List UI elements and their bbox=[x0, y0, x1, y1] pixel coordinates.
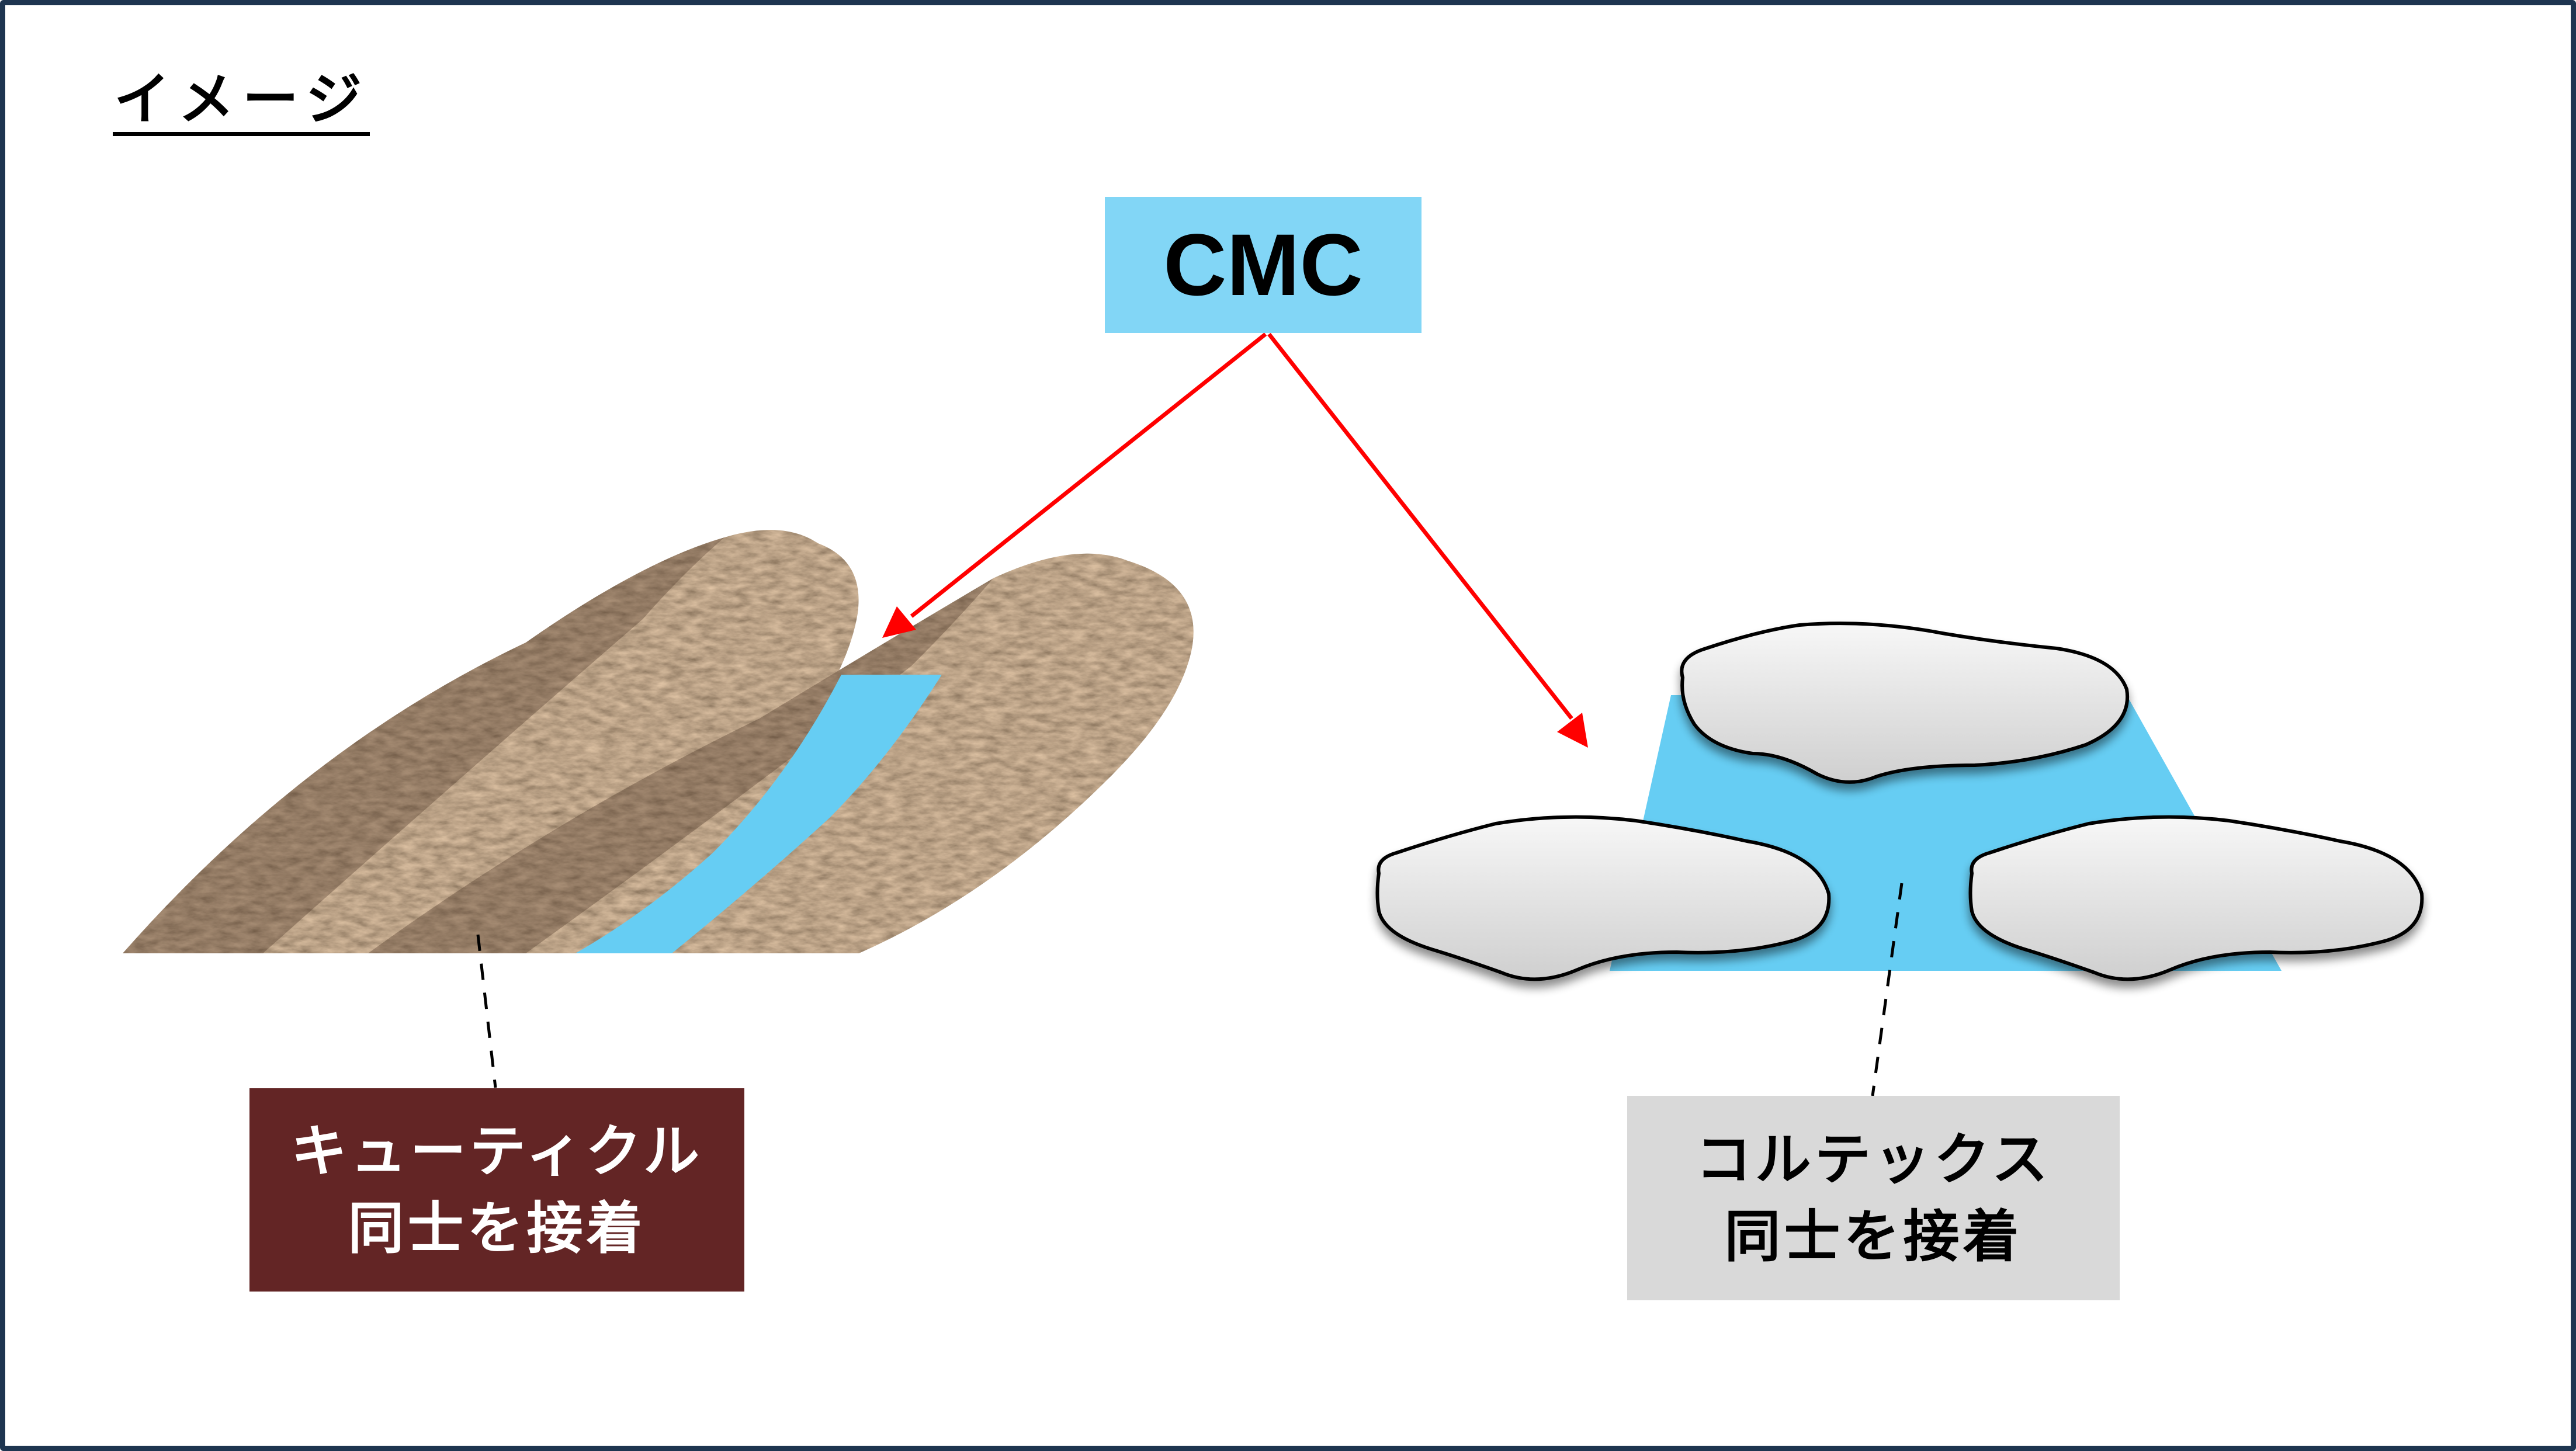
cuticle-label-line1: キューティクル bbox=[290, 1119, 703, 1184]
cortex-blob-right bbox=[1968, 815, 2424, 981]
cuticle-strand-left-shade bbox=[123, 537, 724, 953]
arrow-to-cuticle-head bbox=[882, 606, 916, 638]
cuticle-cmc-band bbox=[575, 675, 942, 953]
cuticle-leader-line bbox=[476, 934, 497, 1088]
page-title: イメージ bbox=[114, 67, 370, 132]
cortex-blob-top bbox=[1680, 622, 2130, 784]
cmc-label-box: CMC bbox=[1105, 197, 1422, 333]
cuticle-label-box: キューティクル 同士を接着 bbox=[249, 1088, 744, 1292]
cmc-arrows bbox=[882, 332, 1588, 748]
cortex-label-box: コルテックス 同士を接着 bbox=[1627, 1096, 2120, 1300]
cortex-label-line2: 同士を接着 bbox=[1724, 1204, 2023, 1269]
cuticle-label-line2: 同士を接着 bbox=[348, 1196, 646, 1261]
cortex-label-line1: コルテックス bbox=[1695, 1127, 2052, 1192]
arrow-to-cuticle-line bbox=[910, 332, 1267, 618]
cuticle-strand-right-shade bbox=[368, 578, 993, 953]
cmc-label: CMC bbox=[1163, 216, 1363, 314]
cortex-illustration bbox=[1375, 622, 2424, 981]
title-underline bbox=[113, 132, 370, 136]
cortex-blob-left bbox=[1375, 815, 1831, 981]
cuticle-strand-right-front bbox=[672, 553, 1194, 953]
arrow-to-cortex-head bbox=[1557, 713, 1588, 748]
arrow-to-cortex-line bbox=[1267, 332, 1573, 720]
cortex-leader-line bbox=[1871, 883, 1904, 1096]
